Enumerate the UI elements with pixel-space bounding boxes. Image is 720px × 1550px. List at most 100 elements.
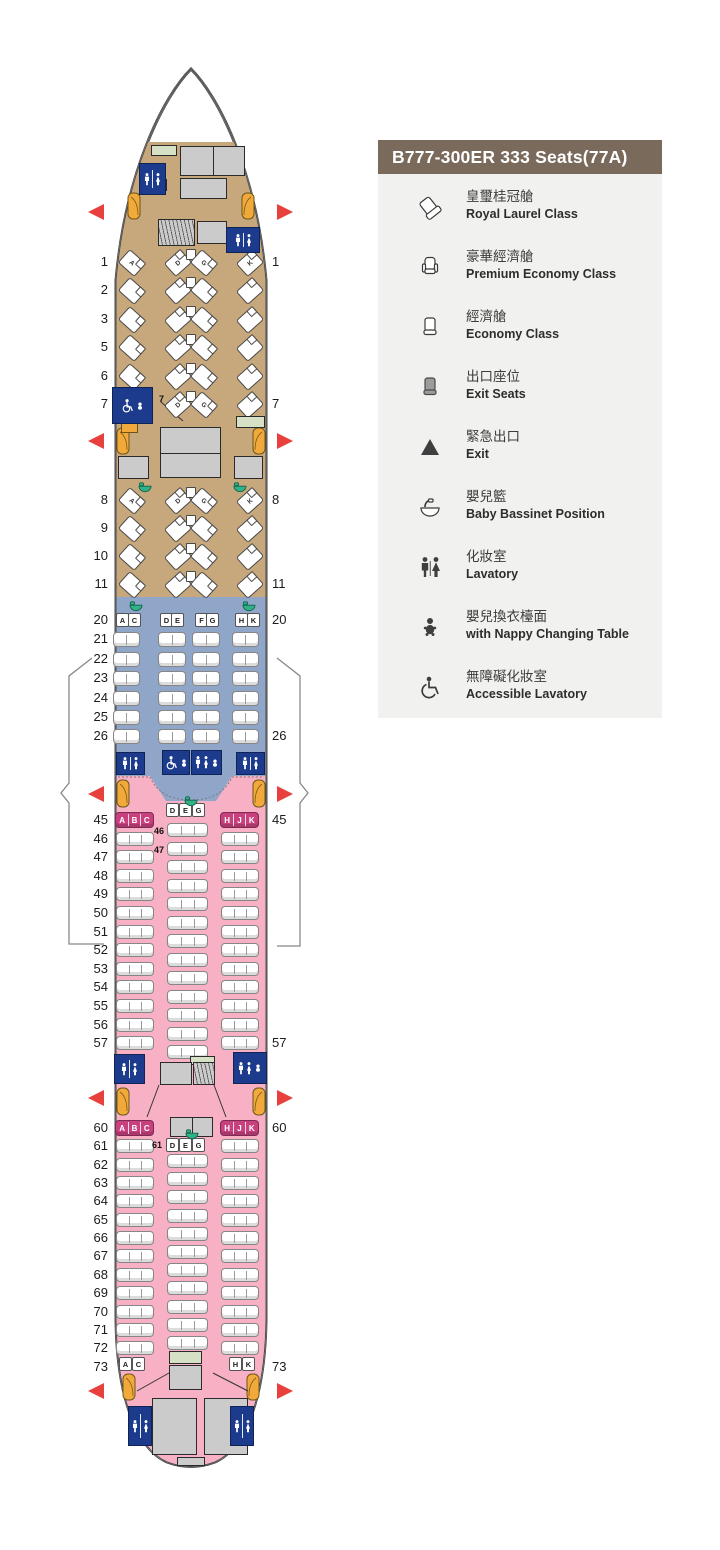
royal-laurel-seat	[161, 305, 219, 334]
seat-block	[167, 934, 208, 948]
seat-block	[113, 671, 140, 687]
royal-laurel-seat	[234, 542, 265, 572]
row-number-label: 70	[93, 1303, 108, 1319]
seat-block	[167, 915, 208, 930]
royal-laurel-seat	[161, 333, 219, 363]
exit-triangle-icons	[88, 204, 293, 1399]
seat-block	[113, 710, 140, 725]
accessible-lavatory	[112, 387, 153, 424]
row-number-label: 10	[93, 548, 108, 563]
row-number-label: 57	[93, 1035, 108, 1051]
exit-triangle-icon	[408, 428, 452, 468]
seat-block	[221, 1139, 259, 1154]
seat-block	[167, 1336, 208, 1350]
seat-block	[221, 1267, 259, 1282]
seat-block	[232, 729, 259, 745]
row-number-label: 51	[93, 923, 108, 939]
royal-laurel-seat	[116, 542, 147, 572]
seat-block	[116, 906, 154, 920]
seat-block	[116, 868, 154, 883]
row-number-label: 7	[100, 396, 108, 411]
row-number-small-label: 46	[153, 826, 164, 836]
row-number-label: 26	[272, 728, 287, 744]
legend-zh: 皇璽桂冠艙	[466, 189, 534, 204]
row-number-label: 9	[100, 520, 108, 535]
galley-monument	[158, 219, 195, 246]
galley-monument	[160, 1062, 192, 1085]
door-icons	[116, 192, 266, 1401]
seat-block	[221, 999, 259, 1013]
royal-laurel-seat	[234, 570, 265, 600]
row-number-label: 49	[93, 886, 108, 902]
seat-block	[158, 651, 186, 667]
royal-laurel-seat	[234, 305, 265, 334]
seat-letter-box: A	[116, 613, 129, 627]
seat-block	[221, 850, 259, 865]
row-number-label: 24	[93, 689, 108, 705]
row-number-label: 73	[93, 1358, 108, 1374]
seat-block	[113, 690, 140, 706]
lavatory	[233, 1052, 267, 1084]
seat-block	[221, 1176, 259, 1191]
seat-block	[167, 1245, 208, 1259]
seat-block	[113, 729, 140, 745]
row-number-label: 47	[93, 849, 108, 865]
row-number-label: 71	[93, 1321, 108, 1337]
royal-laurel-seat	[116, 305, 147, 334]
seat-block	[221, 1212, 259, 1227]
seat-block	[232, 710, 259, 725]
row-number-label: 63	[93, 1175, 108, 1191]
row-number-label: 54	[93, 979, 108, 995]
seat-block	[192, 632, 220, 648]
seat-letter-box: G	[192, 803, 205, 817]
seat-block	[167, 1026, 208, 1041]
row-number-label: 2	[100, 282, 108, 298]
seat-block	[221, 1231, 259, 1246]
seat-letter-box: D	[166, 803, 179, 817]
royal-laurel-seat	[116, 362, 147, 391]
row-number-label: 26	[93, 728, 108, 744]
seat-block	[116, 999, 154, 1013]
galley-monument	[177, 1457, 205, 1466]
seat-block	[192, 729, 220, 745]
row-number-label: 5	[100, 339, 108, 355]
row-number-label: 11	[272, 576, 286, 591]
lavatory	[230, 1406, 254, 1446]
seat-block	[221, 831, 259, 846]
royal-laurel-seat	[234, 390, 265, 420]
seat-block	[167, 952, 208, 967]
row-number-label: 73	[272, 1358, 287, 1374]
lavatory	[236, 752, 265, 775]
row-number-label: 61	[93, 1138, 108, 1154]
economy-seat-icon	[408, 308, 452, 348]
seat-block	[116, 1286, 154, 1301]
row-number-small-label: 7	[158, 394, 164, 404]
royal-laurel-seat	[234, 362, 265, 391]
seat-block	[192, 671, 220, 687]
seat-block	[167, 989, 208, 1004]
seat-block	[116, 980, 154, 995]
seat-letter-box: E	[179, 803, 192, 817]
bassinet-icon	[138, 480, 152, 493]
row-number-label: 56	[93, 1016, 108, 1032]
row-number-label: 52	[93, 942, 108, 958]
seat-block	[116, 1267, 154, 1282]
row-number-label: 22	[93, 650, 108, 666]
seat-block	[158, 671, 186, 687]
royal-laurel-seat	[234, 276, 265, 306]
lavatory	[116, 752, 145, 775]
seat-block	[167, 1172, 208, 1187]
seat-block	[116, 1176, 154, 1191]
accessible-lavatory	[162, 750, 190, 775]
row-number-label: 53	[93, 960, 108, 976]
seat-block	[116, 850, 154, 865]
seat-block	[167, 823, 208, 837]
